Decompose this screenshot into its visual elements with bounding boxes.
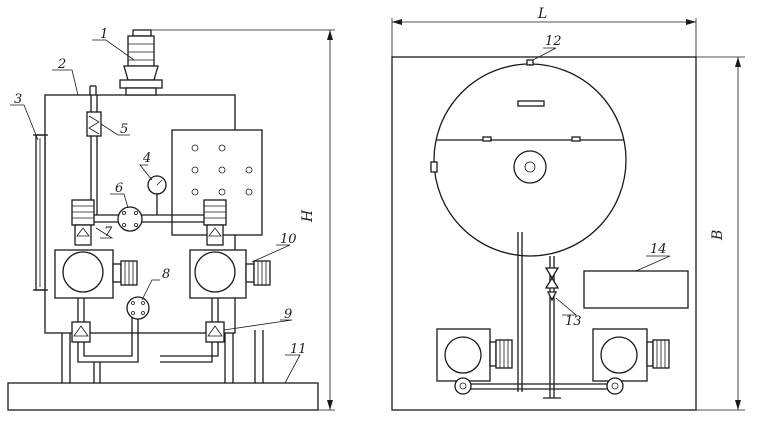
callout-11: 11 xyxy=(290,342,307,357)
callout-4: 4 xyxy=(142,151,151,166)
dimension-h-label: H xyxy=(300,209,316,223)
pressure-gauge xyxy=(147,175,167,215)
left-front-view: 1 2 3 4 5 6 7 8 9 10 11 H xyxy=(7,27,335,411)
callout-3: 3 xyxy=(14,92,22,107)
tank-top xyxy=(430,59,627,257)
base-frame xyxy=(7,382,319,411)
support-legs xyxy=(61,330,264,383)
dimension-b-label: B xyxy=(710,230,726,241)
callout-7: 7 xyxy=(104,225,113,240)
callout-9: 9 xyxy=(284,307,292,322)
component-14-box xyxy=(583,270,689,309)
callout-6: 6 xyxy=(115,181,123,196)
right-plan-view: L B xyxy=(391,6,745,411)
vent-pipe xyxy=(86,85,102,215)
suction-piping xyxy=(77,312,219,383)
callout-1: 1 xyxy=(100,27,108,42)
flange-8 xyxy=(126,296,150,320)
level-gauge xyxy=(33,134,48,291)
callout-14: 14 xyxy=(650,242,667,257)
callout-8: 8 xyxy=(162,267,170,282)
dimension-l-label: L xyxy=(537,6,547,22)
plan-piping xyxy=(470,232,610,399)
mixer-drive xyxy=(119,29,163,96)
dosing-pump-left xyxy=(54,199,138,343)
length-dimension xyxy=(391,18,697,57)
width-dimension xyxy=(696,56,745,411)
callout-13: 13 xyxy=(565,314,582,329)
right-leaders xyxy=(532,47,671,316)
height-dimension xyxy=(150,29,335,411)
left-leaders xyxy=(10,39,301,384)
dosing-pump-right xyxy=(189,199,271,343)
plan-pump-left xyxy=(436,328,513,395)
callout-12: 12 xyxy=(545,34,562,49)
callout-10: 10 xyxy=(280,232,297,247)
callout-5: 5 xyxy=(120,122,128,137)
callout-2: 2 xyxy=(57,57,66,72)
manifold xyxy=(76,206,222,232)
plan-pump-right xyxy=(592,328,670,395)
